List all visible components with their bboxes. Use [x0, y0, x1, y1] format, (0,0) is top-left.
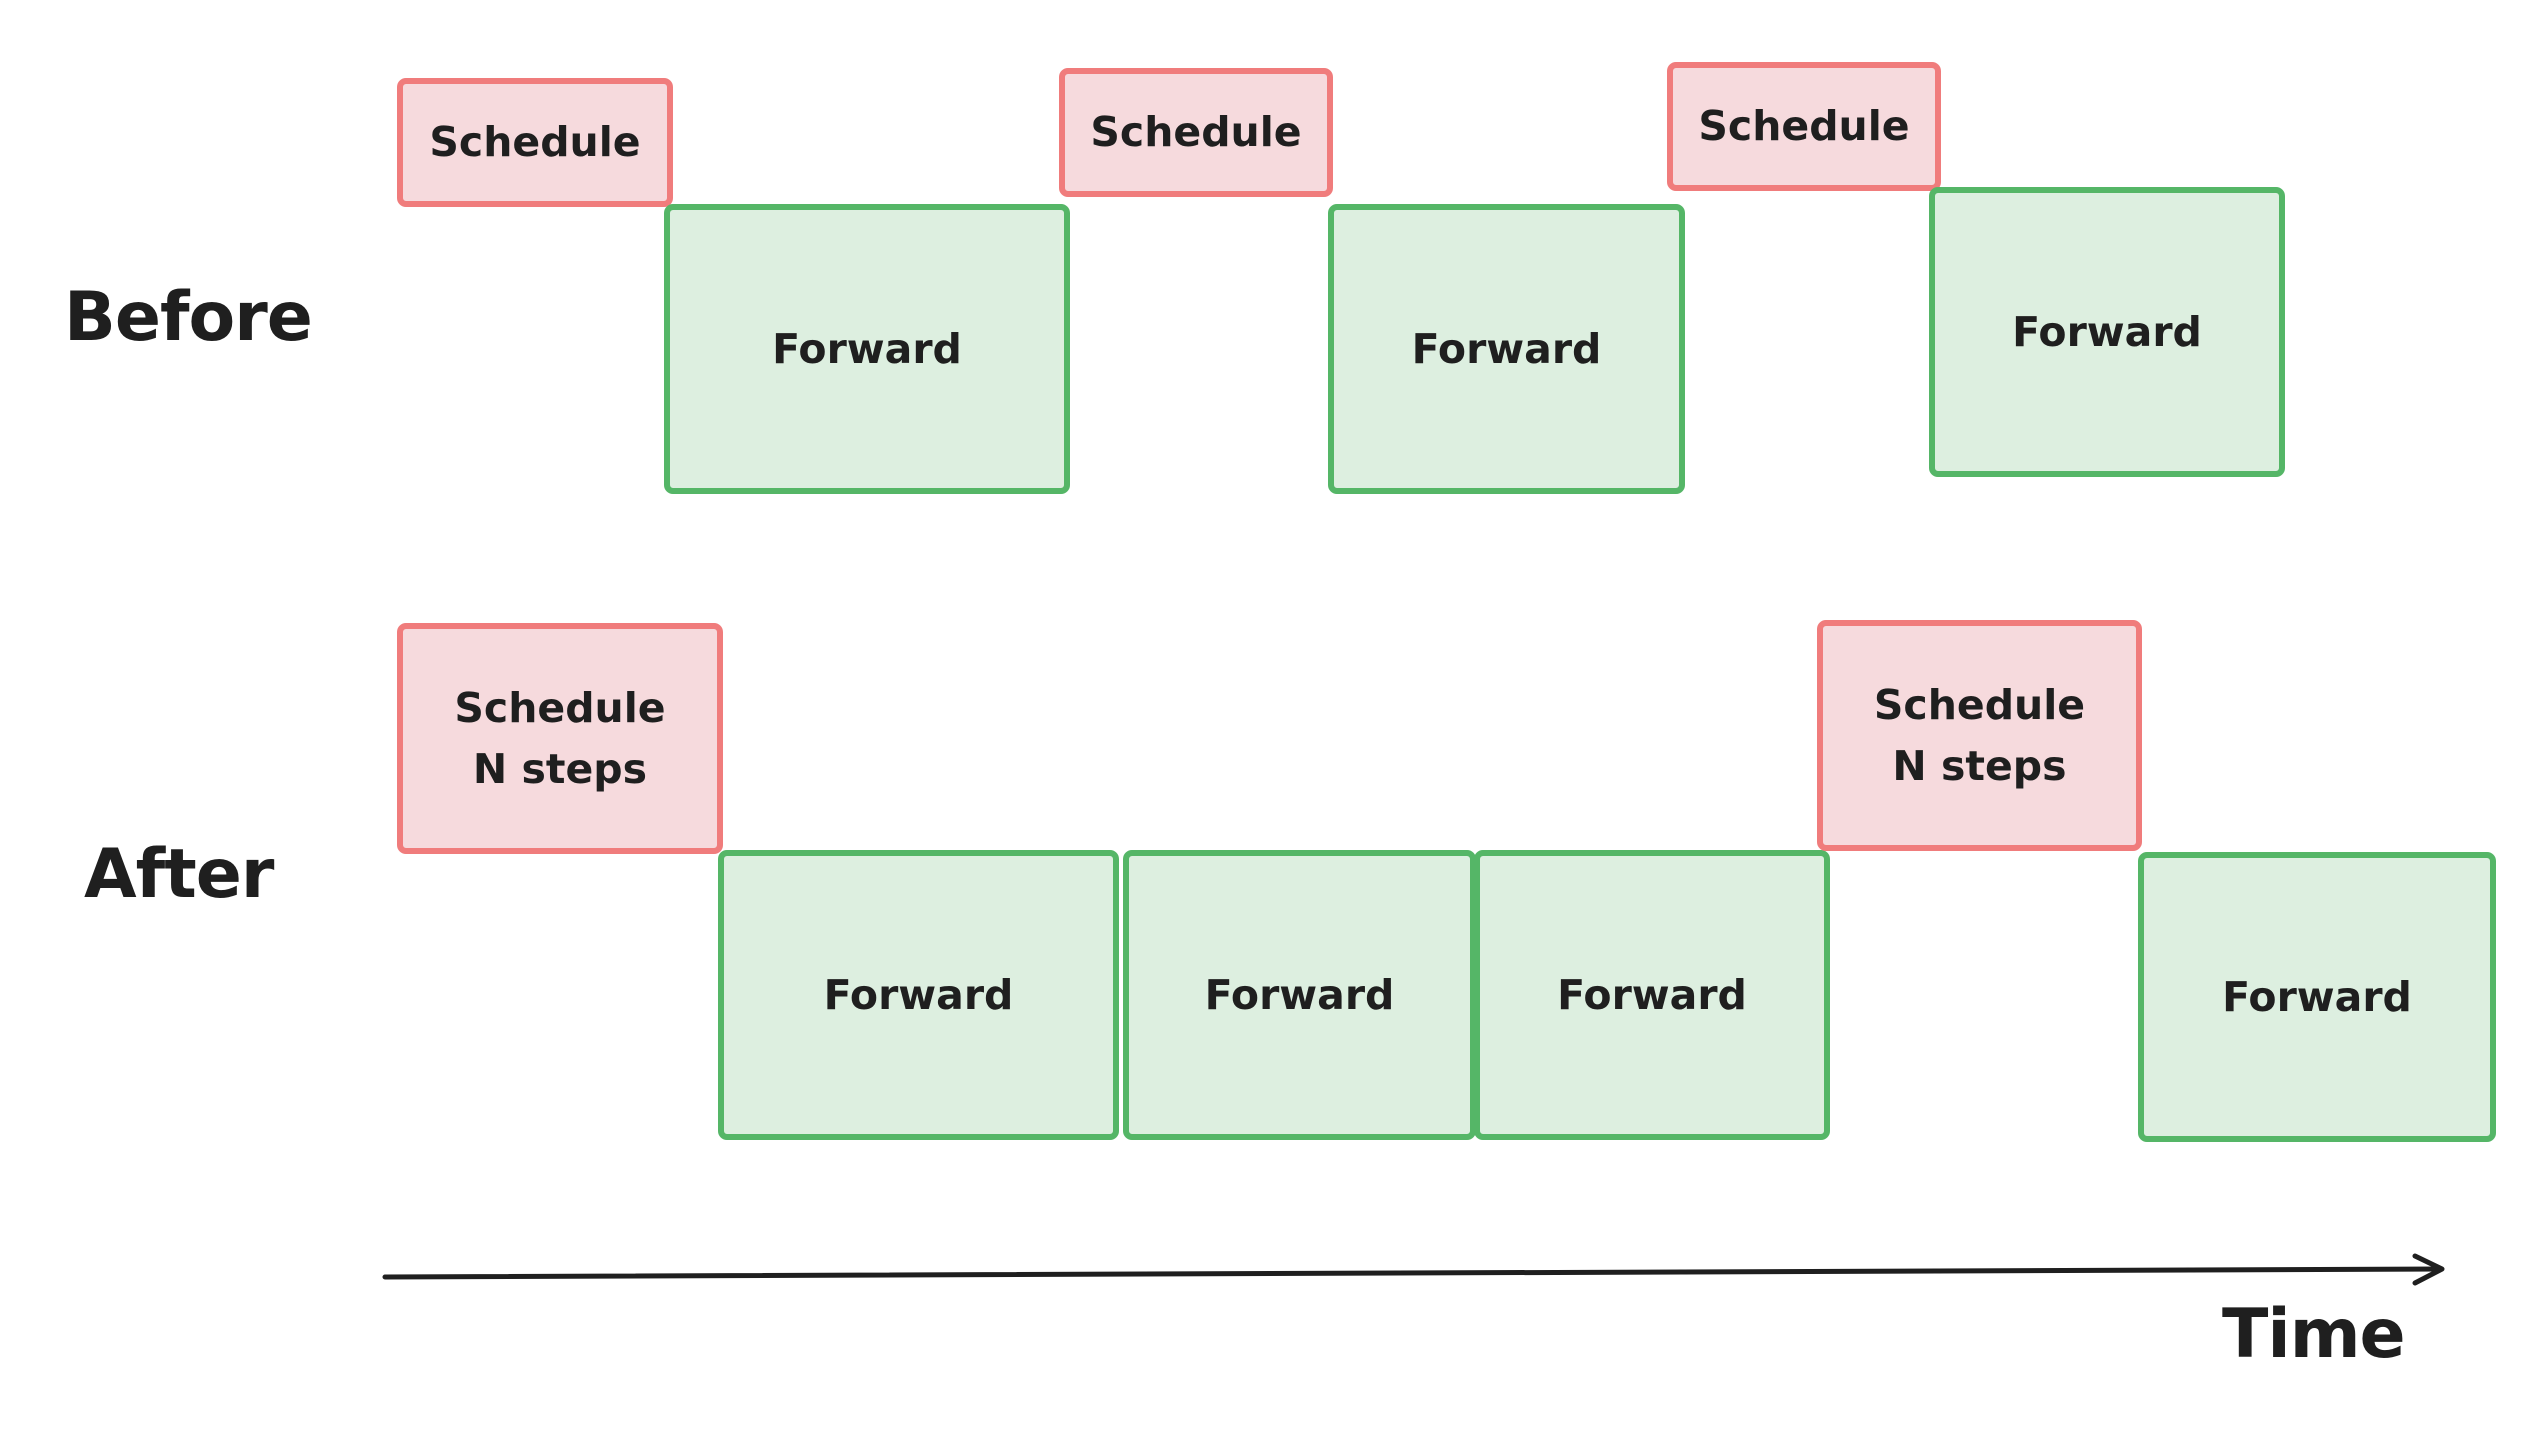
- row-label-after: After: [84, 835, 274, 914]
- before-forward-block-1: Forward: [664, 204, 1070, 494]
- after-forward-block-3: Forward: [1474, 850, 1830, 1140]
- time-axis-label: Time: [2222, 1295, 2406, 1374]
- before-schedule-block-3: Schedule: [1667, 62, 1941, 191]
- after-schedule-block-2: Schedule N steps: [1817, 620, 2142, 851]
- after-forward-block-4: Forward: [2138, 852, 2496, 1142]
- before-schedule-block-2: Schedule: [1059, 68, 1333, 197]
- after-forward-block-2: Forward: [1123, 850, 1476, 1140]
- before-forward-block-2: Forward: [1328, 204, 1685, 494]
- before-forward-block-3: Forward: [1929, 187, 2285, 477]
- after-schedule-block-1: Schedule N steps: [397, 623, 723, 854]
- after-forward-block-1: Forward: [718, 850, 1119, 1140]
- before-schedule-block-1: Schedule: [397, 78, 673, 207]
- row-label-before: Before: [64, 278, 313, 357]
